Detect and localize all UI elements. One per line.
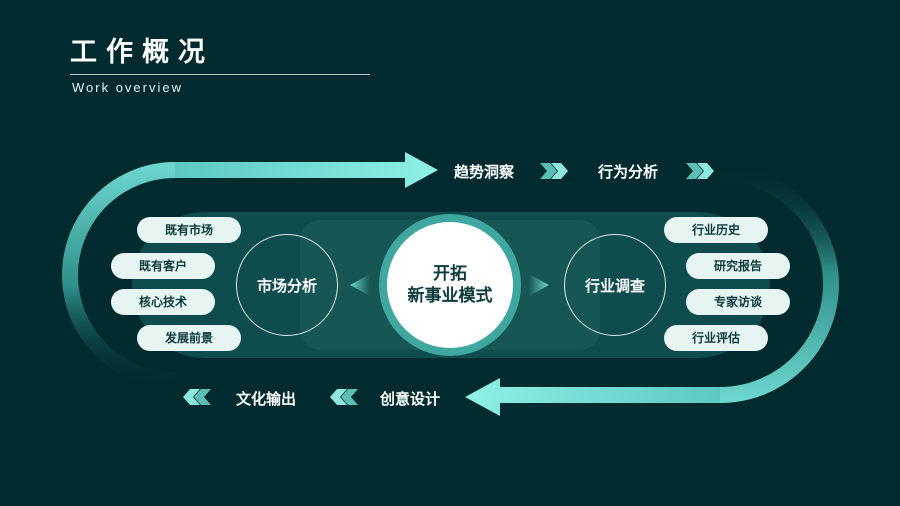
chevron-left-icon (330, 389, 358, 405)
page-title: 工作概况 (70, 37, 214, 68)
industry-survey-circle: 行业调查 (564, 234, 666, 336)
chevron-right-icon (686, 163, 714, 179)
right-item-1: 行业历史 (664, 217, 768, 243)
industry-survey-label: 行业调查 (584, 276, 645, 295)
top-flow-arrow (175, 152, 438, 188)
loop-right-arc (720, 165, 839, 403)
left-item-4: 发展前景 (137, 325, 241, 351)
core-circle: 开拓 新事业模式 (387, 222, 513, 348)
core-line-1: 开拓 (433, 264, 467, 284)
title-divider (70, 74, 370, 75)
triangle-right-icon (529, 274, 549, 296)
bottom-flow-arrow (465, 378, 720, 416)
page-subtitle: Work overview (72, 80, 184, 95)
right-item-4: 行业评估 (664, 325, 768, 351)
core-line-2: 新事业模式 (407, 286, 493, 306)
flow-label-culture-output: 文化输出 (236, 390, 297, 408)
left-item-3: 核心技术 (111, 289, 215, 315)
triangle-left-icon (350, 274, 370, 296)
flow-label-creative-design: 创意设计 (380, 390, 441, 408)
flow-label-behavior-analysis: 行为分析 (598, 163, 659, 181)
left-item-2: 既有客户 (111, 253, 215, 279)
right-item-2: 研究报告 (686, 253, 790, 279)
left-item-1: 既有市场 (137, 217, 241, 243)
market-analysis-label: 市场分析 (256, 276, 317, 295)
right-item-3: 专家访谈 (686, 289, 790, 315)
market-analysis-circle: 市场分析 (236, 234, 338, 336)
chevron-left-icon (183, 389, 211, 405)
chevron-right-icon (540, 163, 568, 179)
flow-label-trend-insight: 趋势洞察 (454, 163, 515, 181)
loop-left-arc (62, 162, 175, 388)
